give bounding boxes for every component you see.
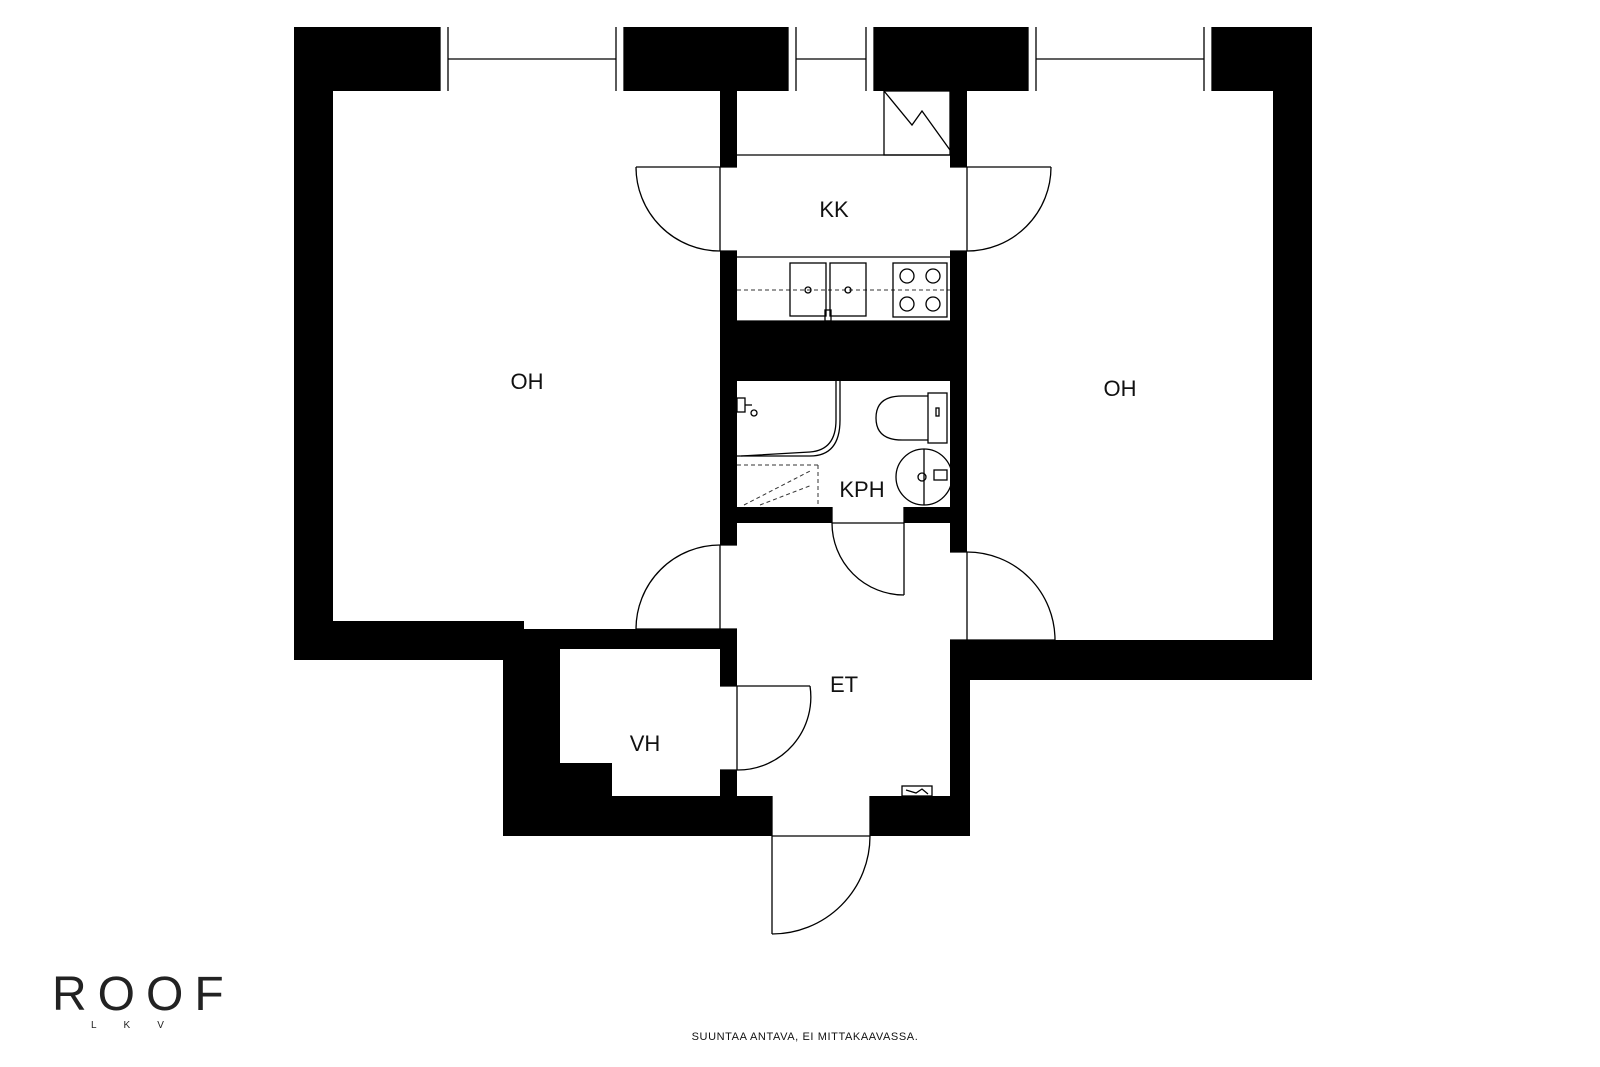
- kitchen-fixtures: [737, 90, 951, 322]
- toilet: [875, 392, 948, 444]
- room-label-oh-right: OH: [1104, 376, 1137, 401]
- stove: [892, 262, 948, 318]
- room-label-vh: VH: [630, 731, 661, 756]
- window-kitchen: [787, 27, 875, 91]
- door-kph: [831, 507, 905, 596]
- scale-note: SUUNTAA ANTAVA, EI MITTAKAAVASSA.: [692, 1031, 919, 1043]
- logo-word: ROOF: [52, 968, 235, 1021]
- walls: [294, 27, 1312, 836]
- fridge: [883, 90, 951, 156]
- shower: [736, 381, 841, 457]
- room-label-kk: KK: [819, 197, 849, 222]
- counter: [737, 256, 950, 322]
- window-left: [439, 27, 625, 91]
- window-right: [1027, 27, 1213, 91]
- doors: [635, 166, 1056, 935]
- hall-fixture: [901, 785, 933, 797]
- washbasin: [895, 448, 953, 506]
- door-vh: [720, 685, 812, 771]
- door-et-oh-left: [635, 544, 737, 630]
- door-kk-oh-right: [950, 166, 1052, 252]
- room-label-kph: KPH: [839, 477, 884, 502]
- door-kk-oh-left: [635, 166, 737, 252]
- room-label-et: ET: [830, 672, 858, 697]
- roof-logo: ROOF LKV: [52, 968, 235, 1031]
- sink: [789, 262, 867, 322]
- door-entrance: [771, 796, 871, 935]
- bathroom-fixtures: [736, 381, 953, 507]
- washing-machine-spot: [737, 464, 819, 507]
- windows: [439, 27, 1213, 91]
- room-label-oh-left: OH: [511, 369, 544, 394]
- logo-subtitle: LKV: [91, 1020, 191, 1031]
- door-et-oh-right: [950, 551, 1056, 641]
- room-labels: OH KK OH KPH ET VH: [511, 197, 1137, 756]
